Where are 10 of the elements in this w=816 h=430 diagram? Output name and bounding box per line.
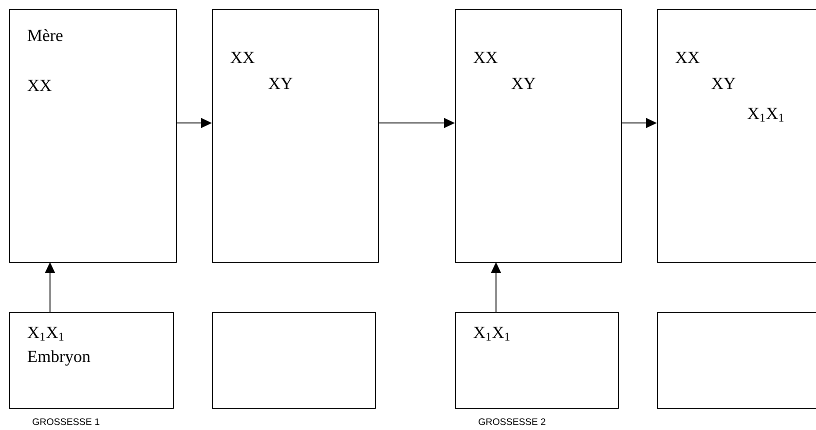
text-box: Mère XX (9, 9, 177, 263)
empty-box (212, 312, 376, 409)
text-box: XX XY (212, 9, 379, 263)
text-box: XX XY (455, 9, 622, 263)
text-box: X$_{1}$X$_{1}$ (455, 312, 619, 409)
node-label: GROSSESSE 2 (478, 418, 546, 426)
text-box: XX XY X$_{1}$X$_{1}$ (657, 9, 816, 263)
empty-box (657, 312, 816, 409)
node-label: GROSSESSE 1 (32, 418, 100, 426)
text-box: X$_{1}$X$_{1}$ Embryon (9, 312, 174, 409)
